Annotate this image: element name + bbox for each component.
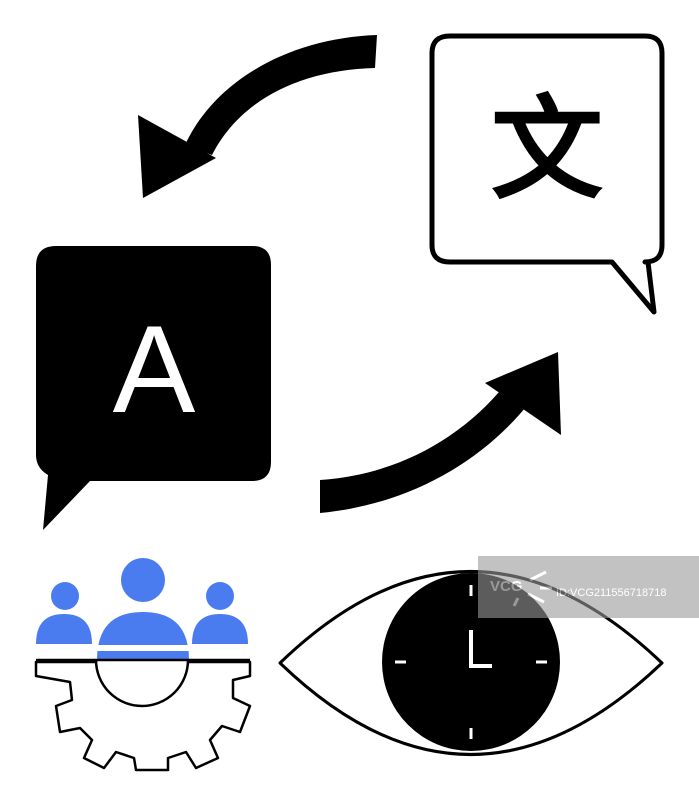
speech-bubble-outline-icon	[429, 33, 665, 315]
target-character: 文	[491, 85, 603, 215]
team-member-body-left	[36, 614, 92, 644]
watermark-id: ID:VCG211556718718	[556, 587, 667, 599]
watermark-brand: VCG	[490, 578, 523, 595]
team-member-head-right	[206, 582, 234, 610]
source-language-bubble: A	[36, 246, 271, 530]
team-member-head-center	[121, 558, 165, 602]
source-letter: A	[113, 301, 196, 439]
gear-icon	[34, 660, 252, 772]
team-gear-icon	[30, 558, 252, 772]
team-member-body-right	[192, 614, 248, 644]
watermark: VCG ID:VCG211556718718	[478, 556, 699, 618]
curved-arrow-right-icon	[320, 352, 561, 513]
target-language-bubble: 文	[429, 33, 665, 315]
team-member-head-left	[51, 582, 79, 610]
curved-arrow-left-icon	[138, 35, 377, 198]
speech-bubble-filled-icon	[36, 246, 271, 530]
clock-hands	[469, 630, 492, 668]
watermark-logo-icon	[512, 570, 552, 607]
team-member-body-center	[97, 612, 189, 660]
